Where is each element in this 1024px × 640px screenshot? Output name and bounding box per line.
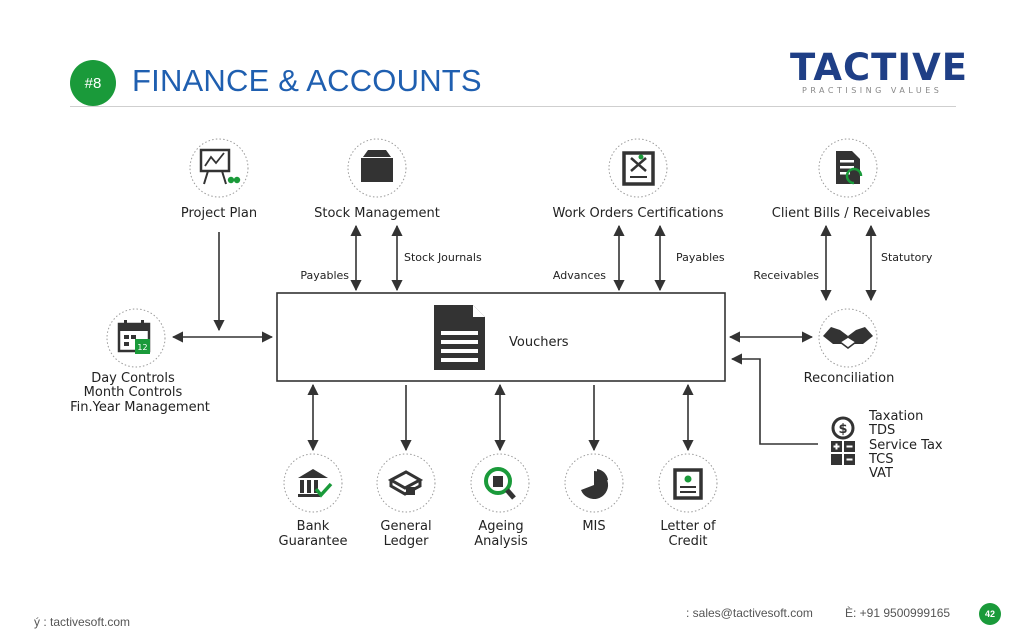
svg-text:12: 12	[137, 343, 147, 352]
letter-icon	[673, 468, 703, 500]
bank-icon	[298, 469, 333, 498]
bill-icon	[836, 151, 863, 185]
letter-label-line2: Credit	[668, 534, 707, 549]
node-bank-guarantee: Bank Guarantee	[279, 453, 348, 549]
tax-label-tds: TDS	[868, 423, 895, 438]
node-stock-management: Stock Management	[314, 138, 440, 221]
brand-logo: TACTIVE PRACTISING VALUES	[790, 46, 967, 100]
bank-label-line2: Guarantee	[279, 534, 348, 549]
letter-label-line1: Letter of	[660, 519, 716, 534]
node-client-bills: Client Bills / Receivables	[772, 138, 931, 221]
presentation-board-icon	[199, 148, 241, 185]
node-ageing-analysis: Ageing Analysis	[470, 453, 530, 549]
flow-label-receivables: Receivables	[753, 269, 819, 282]
ageing-label-line1: Ageing	[478, 519, 523, 534]
flow-label-stock-journals: Stock Journals	[404, 251, 482, 264]
edge-taxes	[730, 353, 818, 445]
node-project-plan: Project Plan	[181, 138, 257, 221]
footer-email[interactable]: : sales@tactivesoft.com	[686, 606, 813, 620]
magnifier-icon	[484, 467, 516, 500]
bank-label-line1: Bank	[297, 519, 330, 534]
day-controls-label: Day Controls	[91, 371, 175, 386]
header-divider	[70, 106, 956, 107]
pie-chart-icon	[581, 469, 609, 499]
slide-number-badge: #8	[70, 60, 116, 106]
tax-label-service-tax: Service Tax	[869, 438, 943, 453]
node-taxes: $ Taxation TDS Service Tax TCS VAT	[831, 409, 943, 481]
tax-label-tcs: TCS	[868, 452, 894, 467]
fin-year-label: Fin.Year Management	[70, 400, 210, 415]
stock-management-label: Stock Management	[314, 206, 440, 221]
logo-tagline: PRACTISING VALUES	[802, 86, 943, 95]
ledger-label-line2: Ledger	[384, 534, 430, 549]
box-icon	[361, 150, 393, 182]
certificate-icon	[622, 151, 655, 186]
reconciliation-label: Reconciliation	[804, 371, 895, 386]
calendar-icon: 12	[117, 320, 151, 354]
ledger-label-line1: General	[380, 519, 431, 534]
tax-label-taxation: Taxation	[868, 409, 923, 424]
document-icon	[434, 305, 485, 370]
flow-label-advances: Advances	[553, 269, 606, 282]
tax-label-vat: VAT	[869, 466, 893, 481]
vouchers-label: Vouchers	[509, 335, 569, 350]
vouchers-box	[276, 292, 726, 382]
footer-website[interactable]: ý : tactivesoft.com	[34, 615, 131, 629]
svg-text:$: $	[838, 422, 847, 437]
node-mis: MIS	[564, 453, 624, 534]
flow-label-payables-work: Payables	[676, 251, 725, 264]
footer-phone[interactable]: È: +91 9500999165	[845, 606, 951, 620]
logo-wordmark: TACTIVE	[790, 46, 969, 89]
node-reconciliation: Reconciliation	[804, 308, 895, 386]
ledger-icon	[387, 470, 424, 496]
node-day-controls: 12 Day Controls Month Controls Fin.Year …	[70, 308, 210, 415]
work-orders-label: Work Orders Certifications	[552, 206, 723, 221]
tax-calculator-icon: $	[831, 416, 855, 465]
flow-label-payables-stock: Payables	[300, 269, 349, 282]
page-title: FINANCE & ACCOUNTS	[132, 63, 482, 98]
handshake-icon	[823, 327, 873, 349]
client-bills-label: Client Bills / Receivables	[772, 206, 931, 221]
node-general-ledger: General Ledger	[376, 453, 436, 549]
node-work-orders: Work Orders Certifications	[552, 138, 724, 221]
mis-label: MIS	[582, 519, 605, 534]
month-controls-label: Month Controls	[84, 385, 183, 400]
project-plan-label: Project Plan	[181, 206, 257, 221]
page-number-badge: 42	[979, 603, 1001, 625]
flow-label-statutory: Statutory	[881, 251, 933, 264]
node-letter-of-credit: Letter of Credit	[658, 453, 718, 549]
ageing-label-line2: Analysis	[474, 534, 528, 549]
